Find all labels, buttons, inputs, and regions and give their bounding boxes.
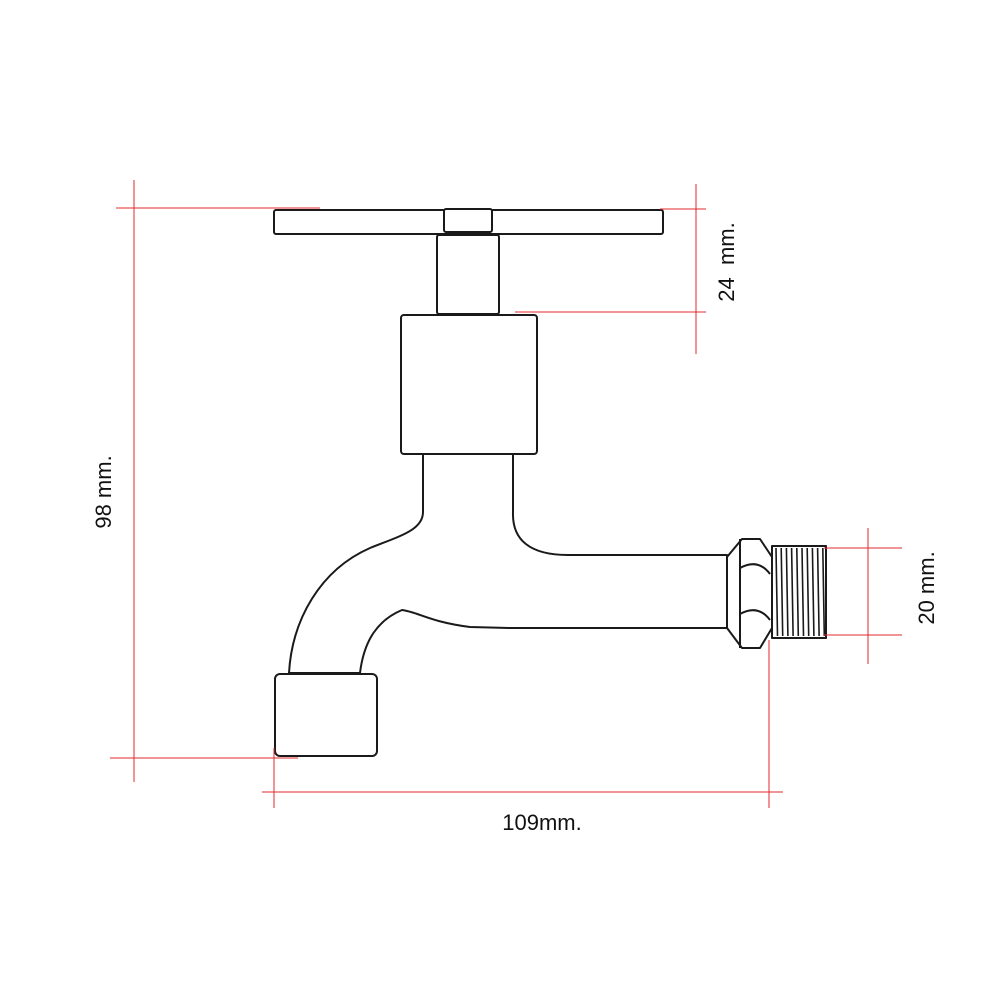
handle-cap bbox=[443, 208, 493, 233]
thread-line bbox=[822, 547, 826, 637]
thread-line bbox=[785, 547, 789, 637]
thread-line bbox=[775, 547, 779, 637]
hex-nut bbox=[726, 538, 773, 649]
thread-line bbox=[816, 547, 820, 637]
height-label: 98 mm. bbox=[91, 455, 116, 528]
aerator-tip bbox=[274, 673, 378, 757]
thread-line bbox=[796, 547, 800, 637]
dimension-lines bbox=[110, 180, 902, 808]
bonnet-body bbox=[400, 314, 538, 455]
handle-height-label: 24 mm. bbox=[714, 222, 739, 301]
spout-body bbox=[288, 453, 728, 674]
thread-line bbox=[811, 547, 815, 637]
faucet-drawing bbox=[273, 208, 827, 757]
thread-line bbox=[780, 547, 784, 637]
thread-lines bbox=[775, 547, 826, 637]
thread-line bbox=[801, 547, 805, 637]
hex-nut-facet bbox=[739, 609, 771, 621]
hex-nut-facet bbox=[739, 563, 771, 575]
thread-line bbox=[806, 547, 810, 637]
width-label: 109mm. bbox=[502, 810, 581, 835]
thread-line bbox=[790, 547, 794, 637]
spindle bbox=[436, 234, 500, 315]
thread-diameter-label: 20 mm. bbox=[914, 551, 939, 624]
